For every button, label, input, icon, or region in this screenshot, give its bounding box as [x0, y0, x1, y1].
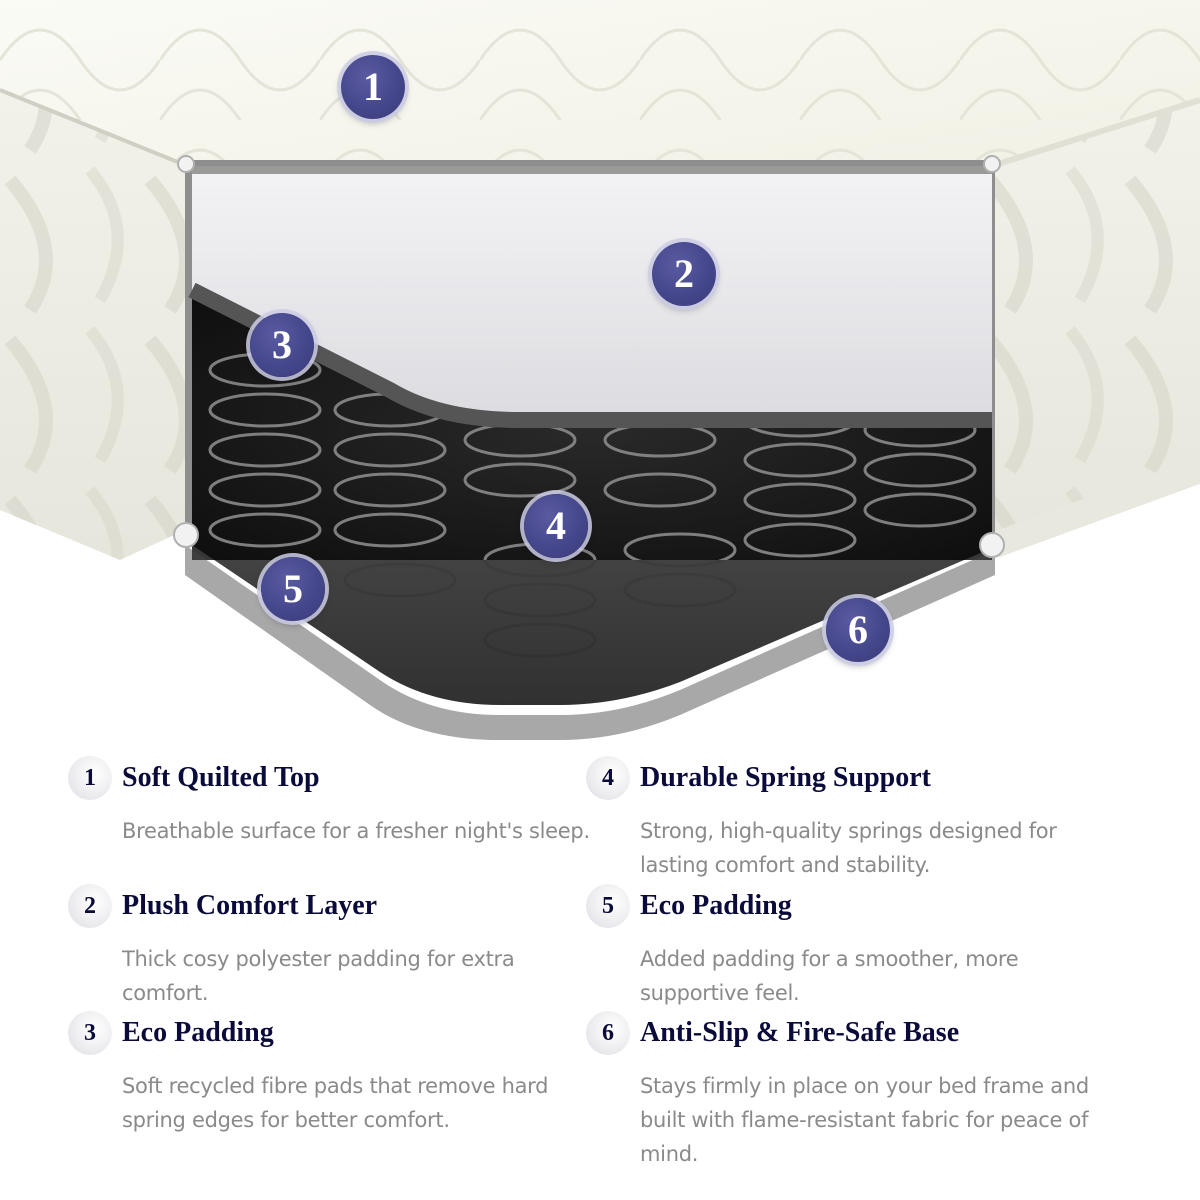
layer-marker-3: 3 — [250, 313, 314, 377]
feature-description: Thick cosy polyester padding for extra c… — [122, 947, 515, 1005]
layer-marker-5: 5 — [261, 557, 325, 621]
layer-marker-1: 1 — [341, 55, 405, 119]
feature-description: Added padding for a smoother, more suppo… — [640, 947, 1019, 1005]
layer-marker-2: 2 — [652, 242, 716, 306]
feature-title: Eco Padding — [122, 1017, 274, 1048]
feature-number-badge: 5 — [586, 884, 630, 928]
mattress-cutaway-illustration: 1 2 3 4 5 6 — [0, 0, 1200, 740]
feature-description: Breathable surface for a fresher night's… — [122, 819, 590, 843]
feature-description: Soft recycled fibre pads that remove har… — [122, 1074, 549, 1132]
feature-number-badge: 3 — [68, 1011, 112, 1055]
feature-title: Plush Comfort Layer — [122, 890, 378, 921]
feature-title: Eco Padding — [640, 890, 792, 921]
feature-number-badge: 2 — [68, 884, 112, 928]
layer-marker-6: 6 — [826, 598, 890, 662]
feature-number-badge: 4 — [586, 756, 630, 800]
feature-number-badge: 1 — [68, 756, 112, 800]
feature-title: Anti-Slip & Fire-Safe Base — [640, 1017, 960, 1048]
feature-title: Soft Quilted Top — [122, 762, 320, 793]
layer-marker-4: 4 — [524, 494, 588, 558]
mattress-cutaway-graphic — [0, 0, 1200, 740]
feature-list: 1 Soft Quilted Top Breathable surface fo… — [0, 750, 1200, 1200]
feature-title: Durable Spring Support — [640, 762, 931, 793]
feature-description: Strong, high-quality springs designed fo… — [640, 819, 1057, 877]
feature-number-badge: 6 — [586, 1011, 630, 1055]
feature-description: Stays firmly in place on your bed frame … — [640, 1074, 1089, 1166]
